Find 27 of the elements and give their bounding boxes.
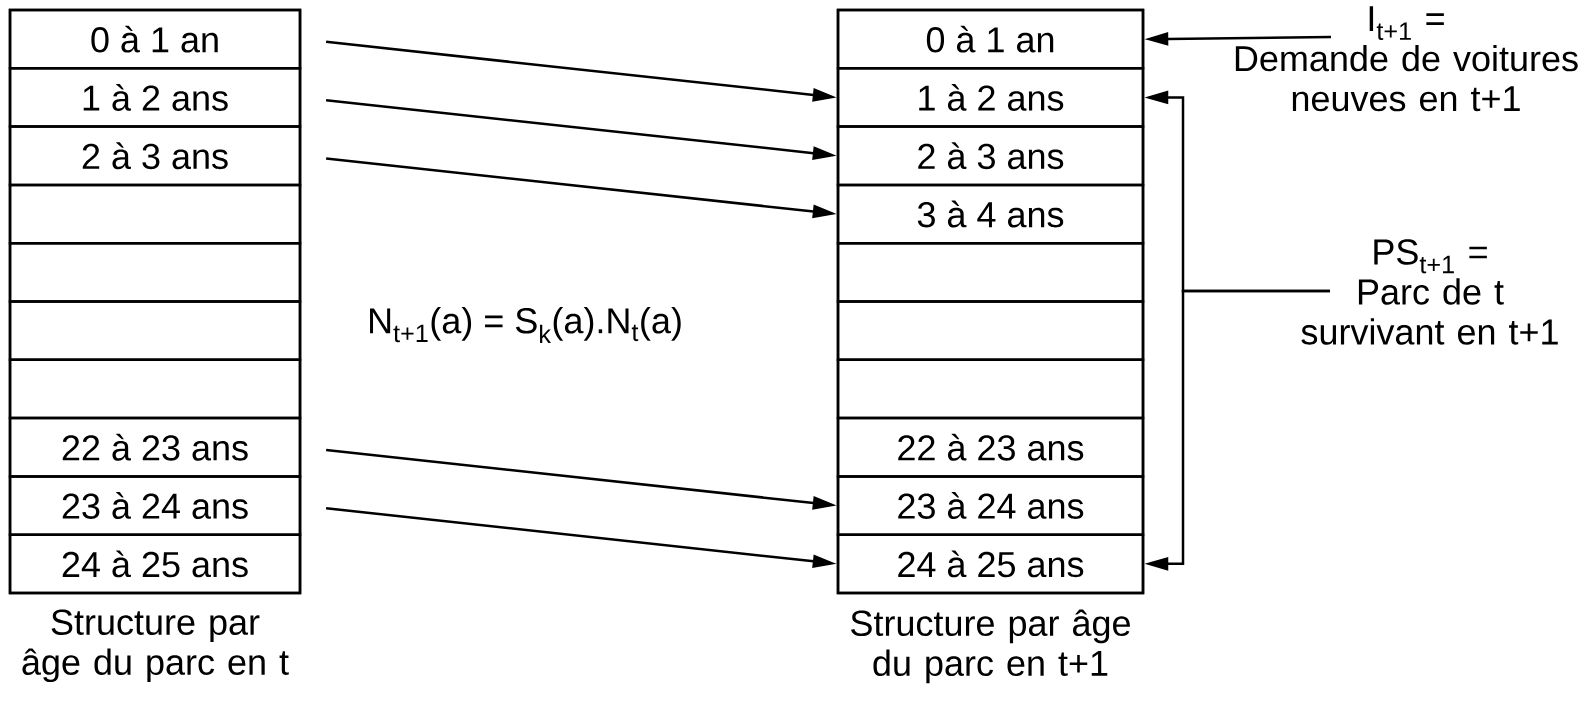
caption-text: Structure par âge du parc en t: [22, 609, 289, 683]
note-text: Parc de t survivant en t+1: [1301, 278, 1558, 345]
age-cell: 24 à 25 ans: [8, 533, 302, 595]
age-cell: 22 à 23 ans: [8, 416, 302, 478]
formula-text: PS$_{t+1}$ =: [1374, 239, 1487, 274]
caption-text: Structure par âge du parc en t+1: [851, 609, 1130, 684]
empty-cell: [836, 358, 1145, 420]
age-cell: 2 à 3 ans: [8, 125, 302, 187]
empty-cell: [8, 183, 302, 245]
age-cell: 22 à 23 ans: [836, 416, 1145, 478]
empty-cell: [8, 241, 302, 303]
formula-text: N$_{t+1}$(a) = S$_{k}$(a).N$_{t}$(a): [370, 307, 681, 343]
age-cell: 2 à 3 ans: [836, 125, 1145, 187]
empty-cell: [8, 300, 302, 362]
age-cell: 23 à 24 ans: [8, 475, 302, 536]
age-cell: 23 à 24 ans: [836, 475, 1145, 536]
age-cell: 24 à 25 ans: [836, 533, 1145, 595]
age-cell: 1 à 2 ans: [8, 67, 302, 128]
note-text: Demande de voitures neuves en t+1: [1235, 44, 1578, 112]
age-cell: 3 à 4 ans: [836, 183, 1145, 245]
formula-text: I$_{t+1}$ =: [1369, 6, 1444, 40]
empty-cell: [8, 358, 302, 420]
empty-cell: [836, 300, 1145, 362]
age-cell: 0 à 1 an: [836, 8, 1145, 70]
empty-cell: [836, 241, 1145, 303]
age-cell: 0 à 1 an: [8, 8, 302, 70]
age-cell: 1 à 2 ans: [836, 67, 1145, 128]
